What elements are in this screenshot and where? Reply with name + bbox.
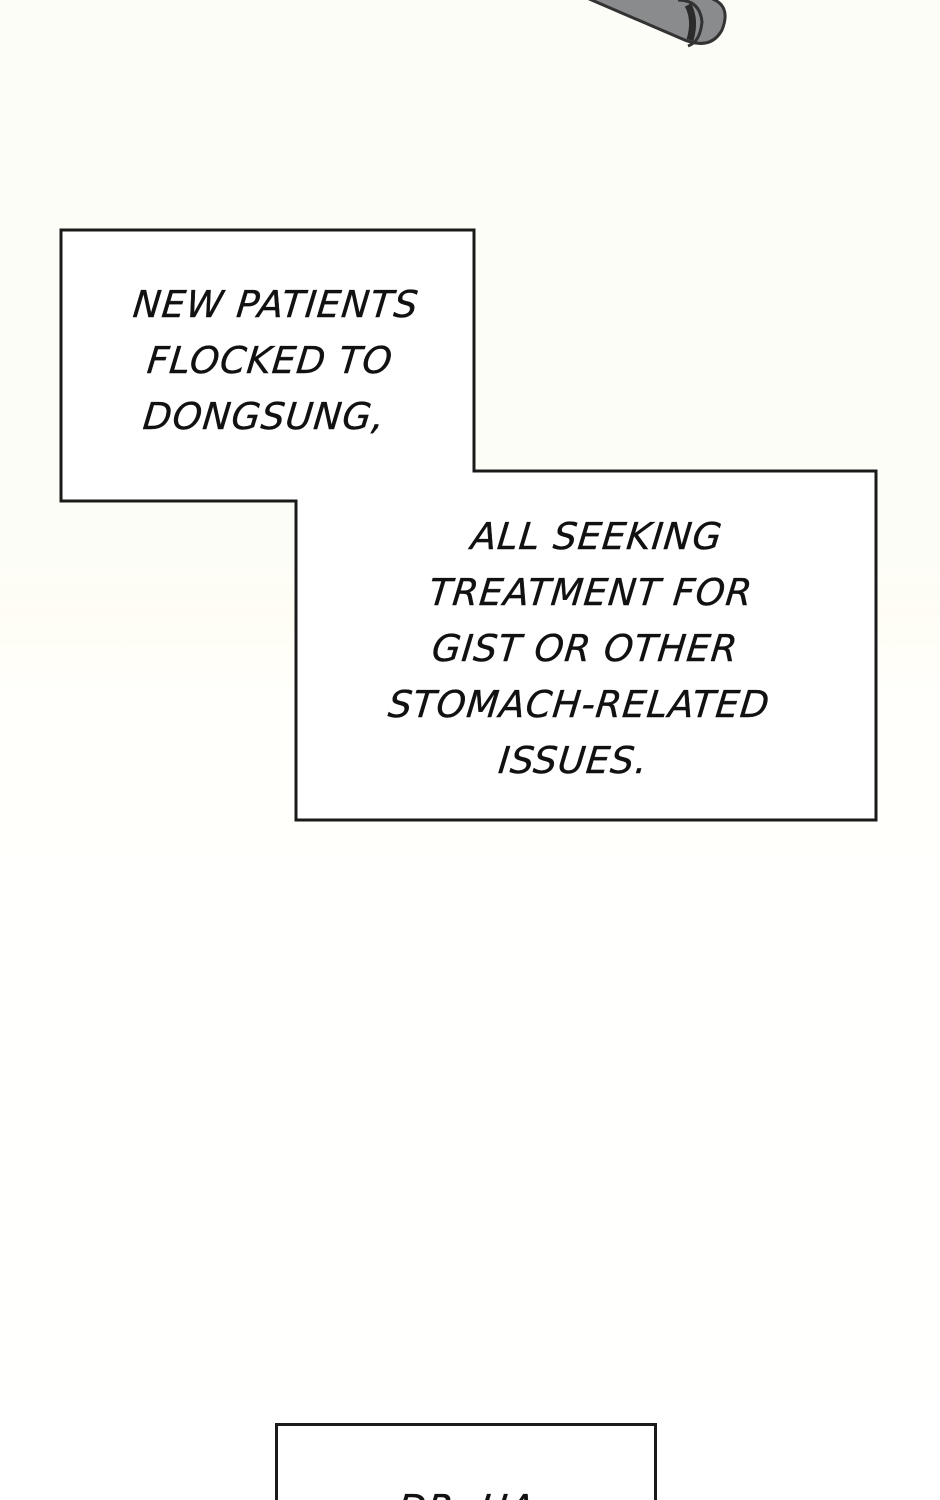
caption-2-line: TREATMENT FOR [426, 571, 755, 614]
caption-box-3: DR. HA [275, 1423, 657, 1500]
caption-1-line: FLOCKED TO [145, 339, 395, 382]
caption-2-line: STOMACH-RELATED [386, 683, 773, 726]
caption-1-line: NEW PATIENTS [131, 283, 421, 326]
caption-box-outline [59, 228, 878, 822]
caption-3-line: DR. HA [278, 1481, 654, 1500]
caption-1-line: DONGSUNG, [141, 395, 388, 438]
caption-text-2: ALL SEEKING TREATMENT FOR GIST OR OTHER … [365, 509, 804, 789]
caption-text-1: NEW PATIENTS FLOCKED TO DONGSUNG, [71, 277, 469, 445]
caption-2-line: ALL SEEKING [469, 515, 725, 558]
grey-tube-object [587, 0, 727, 48]
caption-2-line: ISSUES. [496, 739, 651, 782]
caption-2-line: GIST OR OTHER [429, 627, 741, 670]
caption-text-3: DR. HA [278, 1481, 654, 1500]
